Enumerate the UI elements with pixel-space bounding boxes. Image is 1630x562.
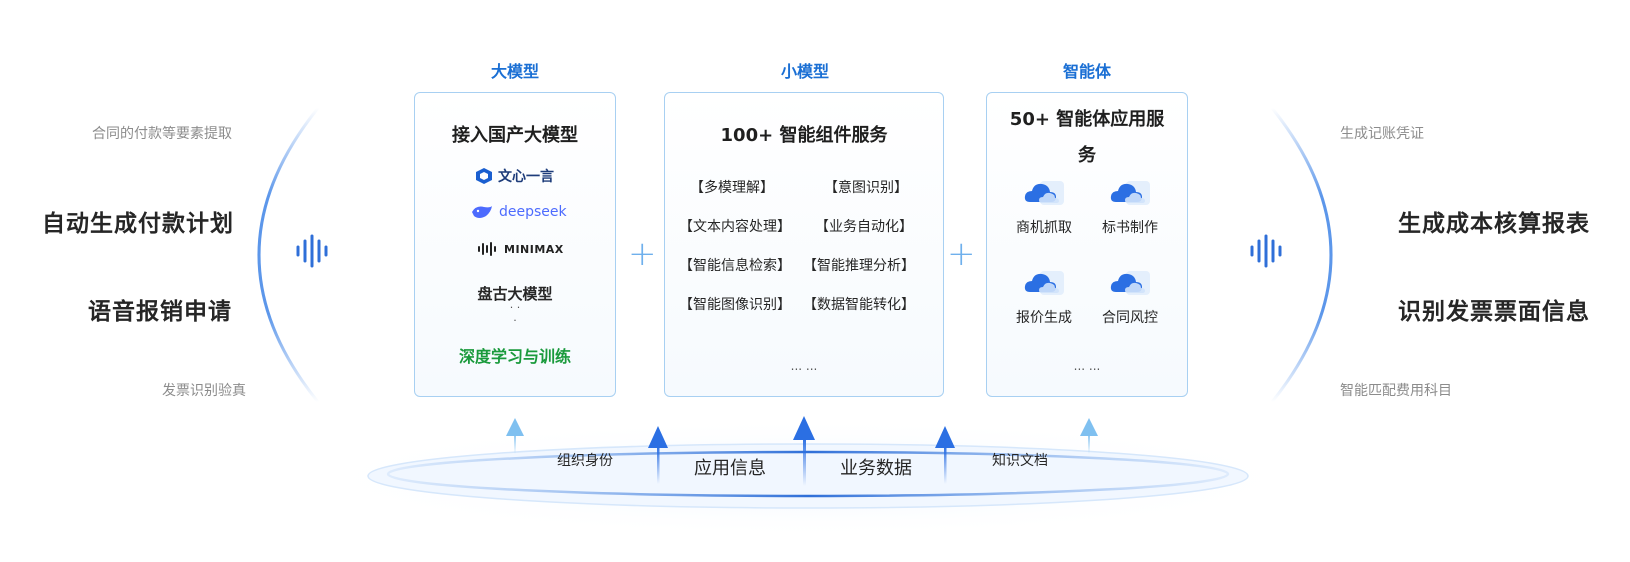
wenxin-icon [476, 168, 492, 184]
cloud-icon [1110, 271, 1150, 295]
component-item: 【智能信息检索】 [679, 258, 791, 274]
agent-item: 合同风控 [1095, 265, 1165, 327]
flow-label-business-data: 业务数据 [840, 458, 912, 479]
right-big-text-2: 识别发票票面信息 [1398, 299, 1590, 325]
agent-label: 报价生成 [1016, 310, 1072, 326]
vertical-dots: · · · [509, 301, 521, 327]
small-model-ellipsis: ... ... [790, 359, 818, 373]
component-item: 【多模理解】 [690, 180, 774, 196]
component-item: 【智能推理分析】 [803, 258, 915, 274]
large-model-title: 大模型 [490, 62, 539, 81]
agent-item: 报价生成 [1009, 265, 1079, 327]
agent-label: 合同风控 [1102, 310, 1158, 326]
agent-label: 商机抓取 [1016, 220, 1072, 236]
component-item: 【意图识别】 [824, 180, 908, 196]
plus-icon-1: + [628, 234, 657, 274]
left-top-text: 合同的付款等要素提取 [92, 126, 232, 142]
deep-learning-label: 深度学习与训练 [458, 347, 571, 366]
minimax-logo: MINIMAX [477, 241, 564, 257]
deepseek-logo: deepseek [470, 203, 567, 221]
large-model-card: 接入国产大模型 文心一言 deepseek MINIMAX 盘古大模型 · · … [414, 92, 616, 397]
right-top-text: 生成记账凭证 [1340, 126, 1424, 142]
agent-title: 智能体 [1062, 62, 1111, 81]
pangu-label: 盘古大模型 [477, 285, 553, 303]
right-big-text-1: 生成成本核算报表 [1398, 211, 1590, 237]
agent-card-title-line2: 务 [1078, 145, 1096, 166]
agent-ellipsis: ... ... [1073, 359, 1101, 373]
agent-card: 50+ 智能体应用服 务 商机抓取 标书制作 报价生成 合同风控 ... ... [986, 92, 1188, 397]
left-big-text-2: 语音报销申请 [88, 299, 232, 325]
cloud-icon [1024, 271, 1064, 295]
voice-wave-icon-left [296, 234, 328, 268]
wenxin-logo: 文心一言 [475, 166, 554, 186]
component-item: 【数据智能转化】 [803, 297, 915, 313]
small-model-card-title: 100+ 智能组件服务 [720, 125, 888, 146]
small-model-card: 100+ 智能组件服务 【多模理解】 【意图识别】 【文本内容处理】 【业务自动… [664, 92, 944, 397]
deepseek-label: deepseek [499, 204, 567, 220]
large-model-card-title: 接入国产大模型 [452, 125, 578, 146]
minimax-label: MINIMAX [504, 242, 564, 256]
plus-icon-2: + [947, 234, 976, 274]
agent-card-title-line1: 50+ 智能体应用服 [1009, 109, 1165, 130]
arrow-up-icon [935, 426, 955, 484]
right-bottom-text: 智能匹配费用科目 [1340, 383, 1452, 399]
flow-label-org-identity: 组织身份 [557, 453, 613, 469]
wenxin-label: 文心一言 [498, 169, 554, 185]
cloud-icon [1024, 181, 1064, 205]
small-model-title: 小模型 [780, 62, 829, 81]
agent-item: 标书制作 [1095, 175, 1165, 237]
flow-label-knowledge-docs: 知识文档 [992, 453, 1048, 469]
arrow-up-icon [506, 418, 524, 454]
agent-label: 标书制作 [1102, 220, 1158, 236]
agent-item: 商机抓取 [1009, 175, 1079, 237]
component-item: 【业务自动化】 [815, 219, 913, 235]
component-item: 【智能图像识别】 [679, 297, 791, 313]
minimax-icon [478, 242, 496, 256]
cloud-icon [1110, 181, 1150, 205]
voice-wave-icon-right [1250, 234, 1282, 268]
component-item: 【文本内容处理】 [679, 219, 791, 235]
arrow-up-icon [648, 426, 668, 484]
flow-label-app-info: 应用信息 [694, 458, 766, 479]
left-bottom-text: 发票识别验真 [162, 383, 246, 399]
left-big-text-1: 自动生成付款计划 [42, 211, 234, 237]
whale-icon [472, 206, 492, 218]
arrow-up-icon [793, 416, 815, 486]
arrow-up-icon [1080, 418, 1098, 454]
